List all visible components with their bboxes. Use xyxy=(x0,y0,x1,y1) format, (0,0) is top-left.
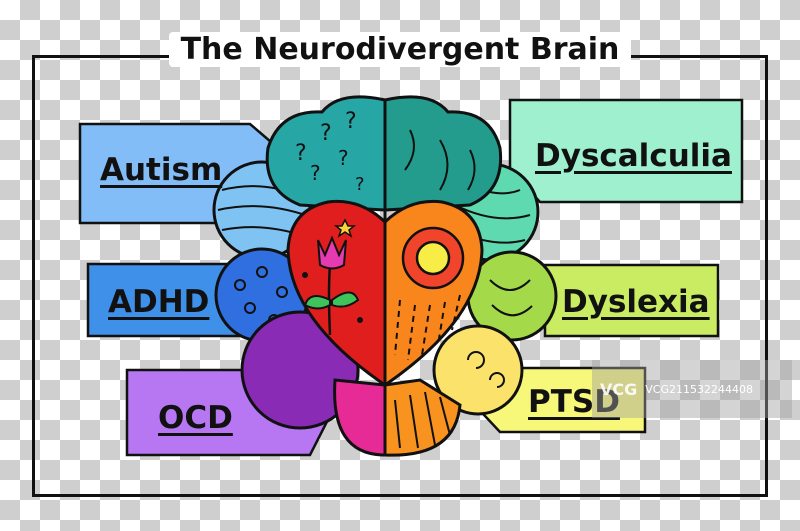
svg-text:?: ? xyxy=(345,109,357,134)
lobe-right-yellow-swirl xyxy=(432,324,524,416)
label-autism: Autism xyxy=(100,152,223,188)
label-adhd: ADHD xyxy=(108,284,210,320)
svg-text:?: ? xyxy=(295,141,307,166)
svg-text:?: ? xyxy=(355,174,365,195)
lobe-top-left xyxy=(265,95,387,212)
label-ptsd: PTSD xyxy=(528,384,620,420)
dyscalculia-plate xyxy=(508,98,744,204)
page-title: The Neurodivergent Brain xyxy=(150,24,650,74)
label-dyslexia: Dyslexia xyxy=(562,284,710,320)
svg-text:?: ? xyxy=(320,121,332,146)
watermark: VCG VCG211532244408 xyxy=(592,360,792,418)
lobe-left-purple xyxy=(240,310,360,430)
watermark-text: VCG211532244408 xyxy=(645,382,753,396)
heart-left-half xyxy=(286,199,387,388)
svg-text:?: ? xyxy=(338,146,349,170)
lobe-top-right xyxy=(383,95,503,212)
watermark-logo: VCG xyxy=(600,379,638,399)
label-dyscalculia: Dyscalculia xyxy=(535,138,732,174)
lobe-left-pink xyxy=(333,378,387,457)
label-ocd: OCD xyxy=(158,400,233,436)
svg-text:?: ? xyxy=(310,161,321,185)
